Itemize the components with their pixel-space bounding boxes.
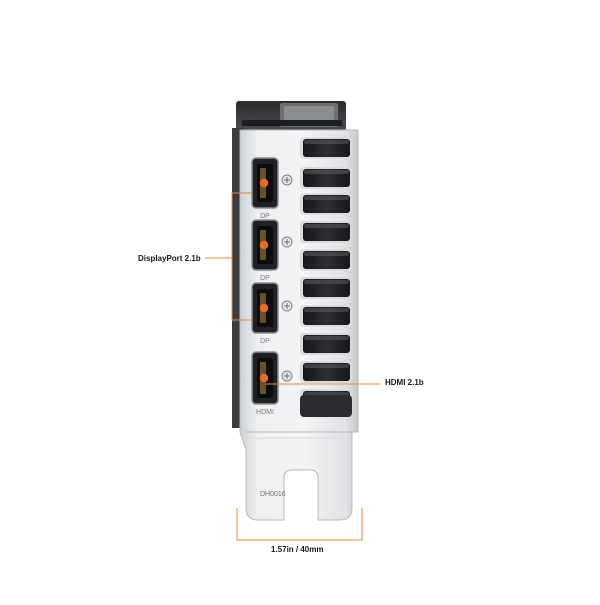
- port-marker-dot: [259, 303, 269, 313]
- displayport-callout-label: DisplayPort 2.1b: [138, 254, 201, 263]
- vent-slot: [300, 277, 352, 299]
- port-marker-dot: [259, 178, 269, 188]
- screw-icon: [281, 174, 293, 186]
- port-marker-dot: [259, 240, 269, 250]
- vent-slot: [300, 193, 352, 215]
- dp-port-label: DP: [260, 213, 270, 220]
- vent-slot: [300, 305, 352, 327]
- ports: DP DP DP HDMI: [251, 157, 279, 416]
- screws: [281, 174, 293, 382]
- fan-shroud-edge: [300, 395, 352, 417]
- screw-icon: [281, 300, 293, 312]
- screw-icon: [281, 236, 293, 248]
- screw-icon: [281, 370, 293, 382]
- displayport-connector: DP: [251, 282, 279, 345]
- displayport-callout-line: [205, 192, 252, 321]
- vent-slot: [300, 361, 352, 383]
- vent-slot: [300, 221, 352, 243]
- dp-port-label: DP: [260, 338, 270, 345]
- vent-slot: [300, 167, 352, 189]
- width-dimension-label: 1.57in / 40mm: [271, 545, 324, 554]
- hdmi-callout-label: HDMI 2.1b: [385, 378, 424, 387]
- displayport-connector: DP: [251, 157, 279, 220]
- vent-slots: [300, 137, 352, 417]
- port-marker-dot: [259, 373, 269, 383]
- vent-slot: [300, 137, 352, 159]
- hdmi-connector: HDMI: [251, 351, 279, 416]
- vent-slot: [300, 249, 352, 271]
- width-dimension-line: [236, 508, 363, 541]
- cooler-shroud: [236, 101, 346, 131]
- hdmi-port-label: HDMI: [256, 409, 274, 416]
- displayport-connector: DP: [251, 219, 279, 282]
- dp-port-label: DP: [260, 275, 270, 282]
- vent-slot: [300, 333, 352, 355]
- bracket-code: DH0016: [260, 491, 286, 498]
